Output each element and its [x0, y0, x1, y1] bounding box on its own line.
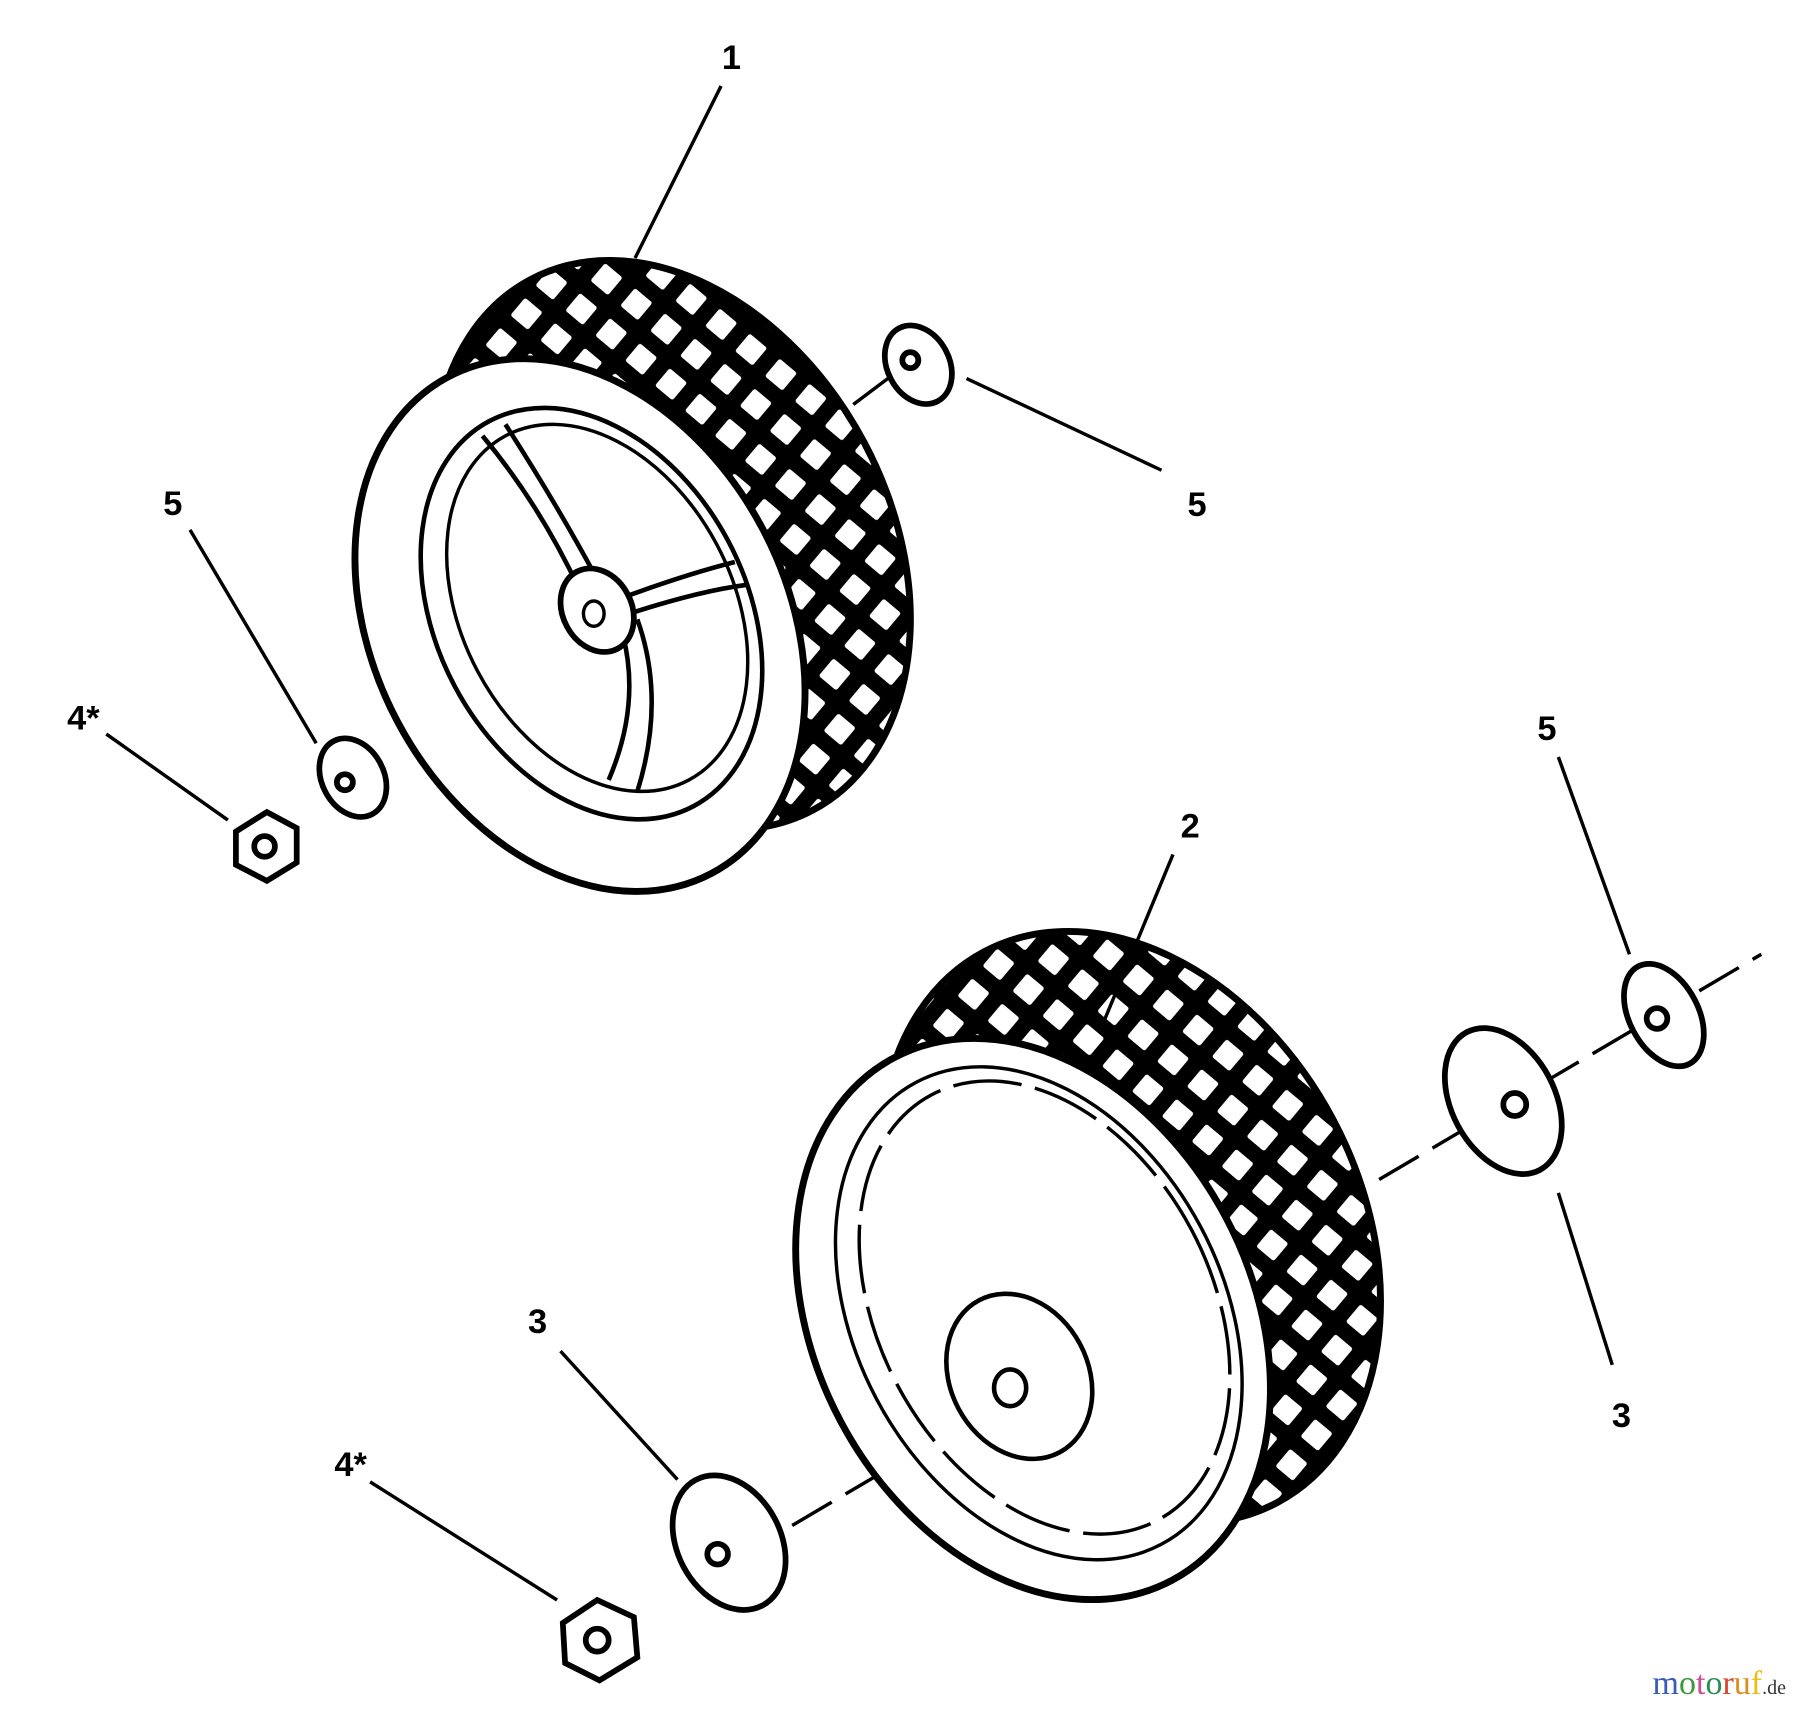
leader-lines [105, 85, 1632, 1602]
adapter-3-bottom-left [669, 1472, 789, 1613]
callout-5: 5 [1537, 710, 1556, 748]
nut-4-top [233, 808, 300, 885]
washer-5-top-right [881, 322, 955, 407]
callout-4: 4* [334, 1446, 367, 1484]
callout-3: 3 [1612, 1397, 1631, 1435]
callout-3: 3 [528, 1303, 547, 1341]
wheel-2 [792, 894, 1435, 1611]
callout-1: 1 [722, 39, 741, 77]
watermark-logo: motoruf.de [1652, 1665, 1786, 1702]
adapter-3-right [1441, 1025, 1565, 1177]
callout-2: 2 [1181, 807, 1200, 845]
callout-5: 5 [163, 485, 182, 523]
callout-5: 5 [1187, 486, 1206, 524]
washer-5-top-left [316, 735, 390, 820]
wheel-1 [344, 206, 988, 913]
washer-5-right [1621, 960, 1707, 1070]
nut-4-bottom [559, 1596, 641, 1684]
callout-4: 4* [67, 699, 100, 737]
